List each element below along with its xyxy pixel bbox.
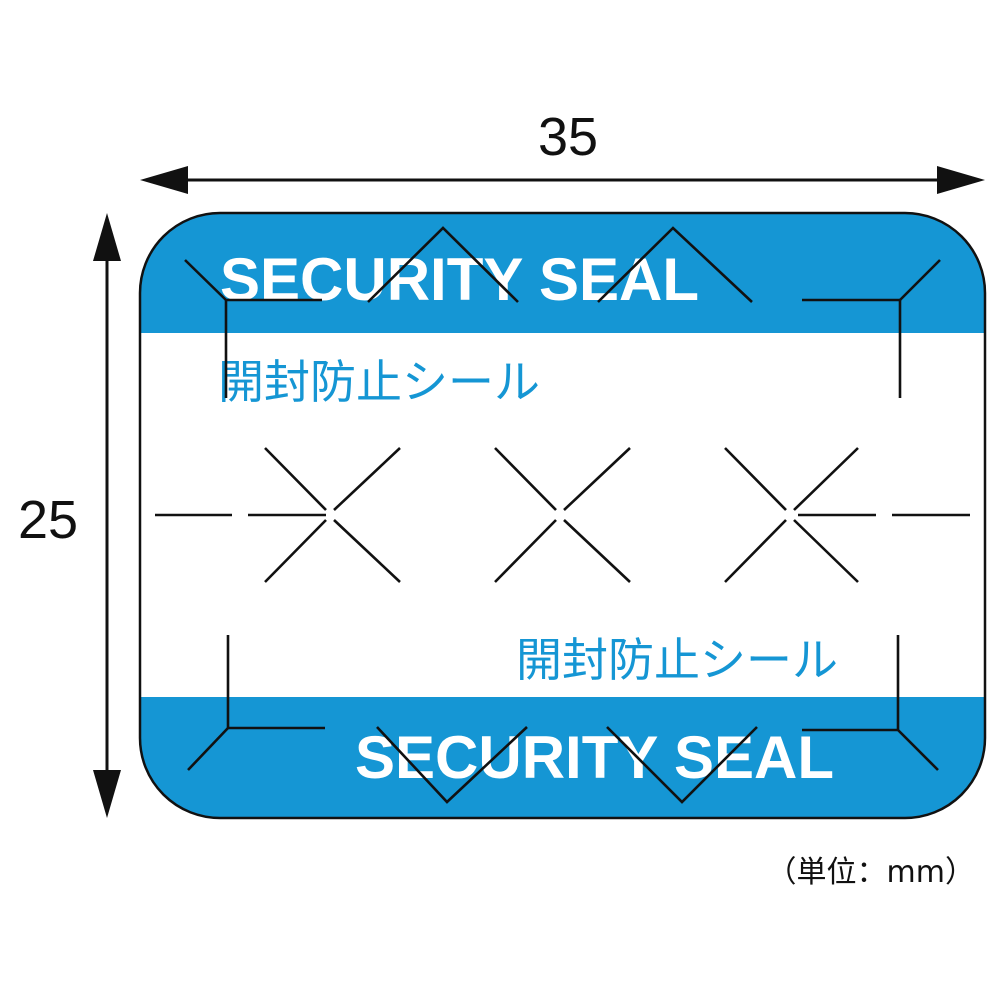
arrow-left-icon bbox=[140, 166, 188, 194]
seal-subtitle-bottom: 開封防止シール bbox=[516, 633, 838, 687]
arrow-right-icon bbox=[937, 166, 985, 194]
cross-mark-3 bbox=[724, 447, 859, 583]
height-label: 25 bbox=[18, 490, 78, 550]
security-seal: SECURITY SEAL 開封防止シール 開封防止シール SECURITY S… bbox=[138, 211, 987, 820]
cut-lines bbox=[155, 226, 970, 804]
width-dimension: 35 bbox=[140, 107, 985, 194]
top-band bbox=[140, 213, 985, 333]
cross-mark-2 bbox=[494, 447, 631, 583]
cross-mark-1 bbox=[264, 447, 401, 583]
unit-label: （単位：mm） bbox=[767, 855, 975, 890]
width-label: 35 bbox=[538, 107, 598, 167]
seal-subtitle-top: 開封防止シール bbox=[218, 355, 540, 409]
arrow-up-icon bbox=[93, 213, 121, 261]
seal-title-top: SECURITY SEAL bbox=[220, 246, 699, 313]
arrow-down-icon bbox=[93, 770, 121, 818]
seal-title-bottom: SECURITY SEAL bbox=[355, 724, 834, 791]
height-dimension: 25 bbox=[18, 213, 121, 818]
bottom-band bbox=[140, 697, 985, 818]
